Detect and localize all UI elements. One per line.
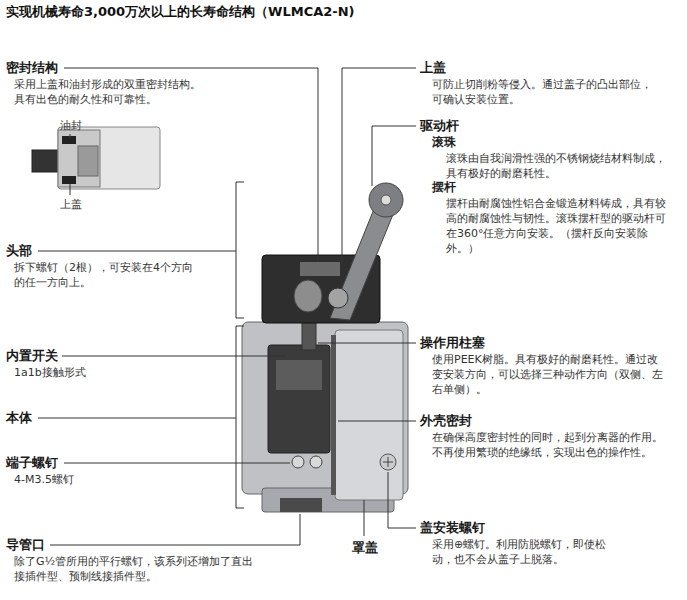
bracket [236,182,244,318]
conduit-opening [280,498,322,512]
callout-body: 采用上盖和油封形成的双重密封结构。具有出色的耐久性和可靠性。 [14,77,209,107]
callout-heading: 密封结构 [6,60,86,76]
shaft [328,288,348,308]
callout-body: 采用⊕螺钉。利用防脱螺钉，即使松动，也不会从盖子上脱落。 [432,537,612,567]
callout-body: 使用PEEK树脂。具有极好的耐磨耗性。通过改变安装方向，可以选择三种动作方向（双… [432,352,668,397]
leader-line [70,184,71,195]
cover-screw [380,454,396,470]
leader-line [50,514,300,545]
part-label: 油封 [60,119,100,132]
callout-heading: 本体 [6,410,66,426]
leader-line [364,500,365,536]
internal-switch [268,345,330,453]
seal-inset [32,127,160,195]
case-seal [331,335,336,495]
callout-body: 除了G½管所用的平行螺钉，该系列还增加了直出接插件型、预制线接插件型。 [14,554,254,584]
part-label: 上盖 [60,198,100,211]
inset-section [58,130,100,187]
terminal-screw [292,456,304,468]
callout-heading: 导管口 [6,537,66,553]
head-top-cover [300,262,340,276]
switch-part [276,360,322,390]
callout-body: 在确保高度密封性的同时，起到分离器的作用。不再使用繁琐的绝缘纸，实现出色的操作性… [432,430,670,460]
leader-line [70,134,71,138]
callout-heading: 驱动杆 [420,118,500,134]
oil-seal-top [62,136,76,144]
leader-line [38,251,236,252]
callout-body: 1a1b接触形式 [14,365,164,380]
screw-cross [383,457,393,467]
terminal-screw [310,456,322,468]
inset-bearing [78,146,98,176]
shaft-stub [32,150,58,172]
callout-heading: 头部 [6,243,66,259]
leader-line [64,463,290,464]
inset-housing [58,127,160,189]
callout-heading: 内置开关 [6,348,86,364]
callout-body: 摆杆由耐腐蚀性铝合金锻造材料铸成，具有较高的耐腐蚀性与韧性。滚珠摆杆型的驱动杆可… [446,196,671,256]
callout-body: 可防止切削粉等侵入。通过盖子的凸出部位，可确认安装位置。 [432,77,662,107]
callout-subheading: 摆杆 [432,180,492,195]
leader-line [372,126,416,186]
callout-body: 拆下螺钉（2根），可安装在4个方向的任一方向上。 [14,260,196,290]
leader-lines [38,68,416,545]
leader-line [318,343,416,344]
callout-body: 滚珠由自我润滑性强的不锈钢烧结材料制成，具有极好的耐磨耗性。 [446,151,671,181]
leader-line [62,356,286,357]
callout-heading: 上盖 [420,60,500,76]
callout-body: 4-M3.5螺钉 [14,472,164,487]
roller-hub [381,195,391,205]
cover [335,330,403,500]
leader-line [388,472,416,528]
head-spring [294,280,322,312]
callout-heading: 罩盖 [352,540,392,556]
oil-seal-bottom [62,176,76,184]
callout-subheading: 滚珠 [432,135,492,150]
roller [369,183,403,217]
callout-heading: 盖安装螺钉 [420,520,520,536]
leader-line [342,68,416,262]
callout-heading: 操作用柱塞 [420,335,520,351]
callout-heading: 端子螺钉 [6,455,86,471]
plunger [302,322,316,350]
leader-line [38,418,236,419]
callout-heading: 外壳密封 [420,413,520,429]
bracket [236,326,244,508]
diagram-title: 实现机械寿命3,000万次以上的长寿命结构（WLMCA2-N) [6,4,676,20]
leader-line [338,421,416,422]
